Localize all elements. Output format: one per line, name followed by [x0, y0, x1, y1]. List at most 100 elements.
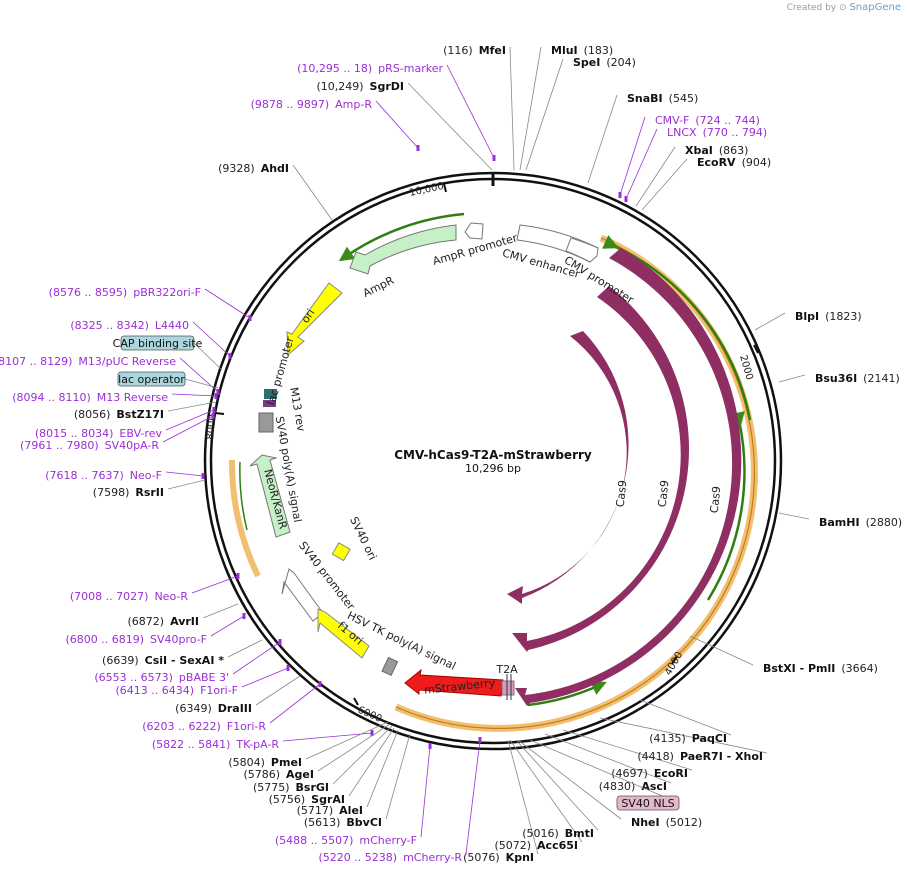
orf-highlight-left [228, 459, 261, 578]
ampr-promoter-arrow [464, 222, 484, 240]
tick-label-8000: 8000 [205, 414, 219, 440]
primer-label-mcherryr[interactable]: (5220 .. 5238)mCherry-R [319, 851, 463, 864]
site-label-paer7i[interactable]: (4418)PaeR7I - XhoI [637, 750, 763, 763]
site-label-paqci[interactable]: (4135)PaqCI [649, 732, 727, 745]
primer-label-mcherryf[interactable]: (5488 .. 5507)mCherry-F [275, 834, 417, 847]
site-label-csii[interactable]: (6639)CsiI - SexAI * [102, 654, 224, 667]
site-label-bsrgi[interactable]: (5775)BsrGI [253, 781, 329, 794]
leader-line-cmvf [619, 116, 646, 196]
primer-label-lncx[interactable]: LNCX(770 .. 794) [667, 126, 767, 139]
site-label-mfei[interactable]: (116)MfeI [443, 44, 506, 57]
mstrawberry-arrow [404, 668, 504, 697]
feature-label-m13-rev: M13 rev [287, 386, 308, 433]
site-label-rsrii[interactable]: (7598)RsrII [93, 486, 164, 499]
primer-marker-sv40pa [211, 413, 215, 419]
leader-line-bbvci [385, 733, 411, 820]
leader-line-prs [446, 64, 495, 159]
site-label-bstz17i[interactable]: (8056)BstZ17I [74, 408, 164, 421]
primer-label-ampr-p[interactable]: (9878 .. 9897)Amp-R [251, 98, 373, 111]
site-label-xbai[interactable]: XbaI(863) [685, 144, 748, 157]
site-label-bmti[interactable]: (5016)BmtI [522, 827, 594, 840]
primer-label-sv40pa[interactable]: (7961 .. 7980)SV40pA-R [20, 439, 159, 452]
primer-label-neor[interactable]: (7008 .. 7027)Neo-R [70, 590, 188, 603]
primer-marker-m13puc [216, 389, 220, 395]
primer-marker-l4440 [228, 353, 232, 359]
primer-label-pbr322[interactable]: (8576 .. 8595)pBR322ori-F [49, 286, 201, 299]
site-label-acc65i[interactable]: (5072)Acc65I [494, 839, 578, 852]
leader-line-avrii [202, 603, 239, 619]
primer-label-prs[interactable]: (10,295 .. 18)pRS-marker [297, 62, 443, 75]
site-label-bsu36i[interactable]: Bsu36I(2141) [815, 372, 900, 385]
site-label-spei[interactable]: SpeI(204) [573, 56, 636, 69]
cmv-promoter-arrow [565, 237, 599, 263]
orf-arrow-green-1 [602, 235, 752, 421]
site-label-asci[interactable]: (4830)AscI [599, 780, 667, 793]
primer-label-neof[interactable]: (7618 .. 7637)Neo-F [45, 469, 162, 482]
leader-line-neor [191, 575, 239, 594]
primer-label-f1orif[interactable]: (6413 .. 6434)F1ori-F [116, 684, 239, 697]
leader-line-paer7i [599, 717, 768, 754]
site-label-sgrai[interactable]: (5756)SgrAI [269, 793, 345, 806]
leader-line-asci [544, 733, 672, 784]
site-label-bstxi[interactable]: BstXI - PmlI(3664) [763, 662, 878, 675]
site-label-nhei[interactable]: NheI(5012) [631, 816, 702, 829]
feature-label-sv40-ori: SV40 ori [347, 515, 379, 562]
t2a-box [501, 680, 515, 696]
site-label-kpni[interactable]: (5076)KpnI [463, 851, 534, 864]
neor-kanr-arrow [249, 454, 291, 538]
site-label-alei[interactable]: (5717)AleI [297, 804, 363, 817]
orf-arrow-green-3 [527, 681, 607, 707]
site-label-snabi[interactable]: SnaBI(545) [627, 92, 698, 105]
site-label-bamhi[interactable]: BamHI(2880) [819, 516, 902, 529]
leader-line-bsu36i [778, 374, 806, 383]
sv40-polya-box-1 [258, 412, 274, 433]
cas9-arrow-middle [512, 286, 690, 652]
leader-line-bstxi [689, 635, 754, 666]
leader-line-mcherryr [465, 739, 481, 855]
leader-line-mlui [519, 46, 542, 171]
leader-line-pbabe [232, 641, 281, 675]
leader-line-ecorv [641, 158, 688, 211]
leader-line-f1orir [269, 683, 321, 724]
leader-line-l4440 [192, 321, 231, 357]
primer-marker-pbr322 [248, 315, 252, 321]
primer-label-pbabe[interactable]: (6553 .. 6573)pBABE 3' [94, 671, 229, 684]
primer-label-ebv[interactable]: (8015 .. 8034)EBV-rev [35, 427, 163, 440]
site-label-ahdi[interactable]: (9328)AhdI [218, 162, 289, 175]
f1-ori-arrow [317, 608, 370, 659]
primer-label-m13puc[interactable]: (8107 .. 8129)M13/pUC Reverse [0, 355, 176, 368]
feature-label-ampr: AmpR [361, 274, 397, 300]
primer-label-l4440[interactable]: (8325 .. 8342)L4440 [70, 319, 189, 332]
leader-line-bmti [515, 739, 599, 831]
site-label-bbvci[interactable]: (5613)BbvCI [304, 816, 382, 829]
leader-line-draiii [255, 675, 301, 706]
primer-label-m13r[interactable]: (8094 .. 8110)M13 Reverse [12, 391, 168, 404]
site-label-ecorv[interactable]: EcoRV(904) [697, 156, 771, 169]
box-sv40nls[interactable] [616, 795, 680, 811]
primer-marker-m13r [214, 393, 218, 399]
leader-line-ebv [165, 409, 215, 431]
box-lacop[interactable] [117, 371, 186, 387]
site-label-draiii[interactable]: (6349)DraIII [175, 702, 252, 715]
site-label-agei[interactable]: (5786)AgeI [243, 768, 314, 781]
primer-label-f1orir[interactable]: (6203 .. 6222)F1ori-R [142, 720, 266, 733]
primer-label-cmvf[interactable]: CMV-F(724 .. 744) [655, 114, 760, 127]
leader-line-sgrdi [407, 82, 493, 171]
primer-marker-mcherryf [428, 743, 432, 749]
leader-line-kpni [507, 739, 539, 855]
primer-marker-prs [492, 155, 496, 161]
primer-marker-f1orif [286, 665, 290, 671]
site-label-pmei[interactable]: (5804)PmeI [228, 756, 302, 769]
primer-label-tkpa[interactable]: (5822 .. 5841)TK-pA-R [152, 738, 280, 751]
site-label-ecori[interactable]: (4697)EcoRI [611, 767, 688, 780]
site-label-mlui[interactable]: MluI(183) [551, 44, 613, 57]
primer-label-sv40pro[interactable]: (6800 .. 6819)SV40pro-F [65, 633, 207, 646]
site-label-sgrdi[interactable]: (10,249)SgrDI [316, 80, 404, 93]
box-cap[interactable] [120, 335, 195, 351]
site-label-avrii[interactable]: (6872)AvrII [128, 615, 199, 628]
leader-line-ecori [562, 729, 693, 771]
feature-label-cas9-1: Cas9 [614, 479, 630, 507]
site-label-blpi[interactable]: BlpI(1823) [795, 310, 862, 323]
leader-line-bamhi [778, 512, 810, 520]
